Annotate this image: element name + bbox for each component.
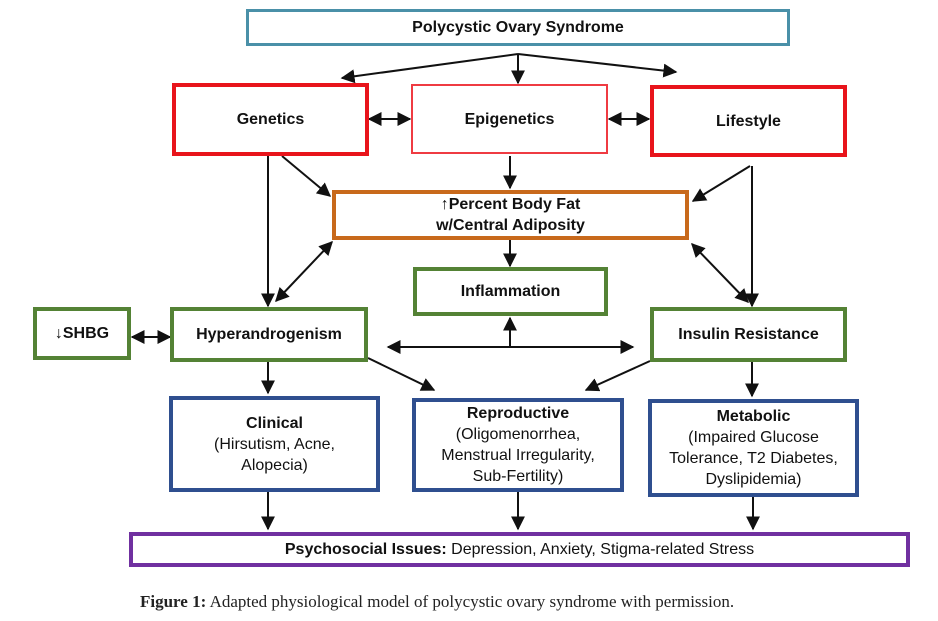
node-genetics: Genetics <box>172 83 369 156</box>
node-pcos: Polycystic Ovary Syndrome <box>246 9 790 46</box>
node-hyperandrogenism-label: Hyperandrogenism <box>196 326 342 343</box>
node-reproductive-line3: Sub-Fertility) <box>472 468 564 485</box>
node-shbg: ↓SHBG <box>33 307 131 360</box>
node-lifestyle-label: Lifestyle <box>716 112 781 130</box>
node-insulin-resistance-label: Insulin Resistance <box>678 326 819 343</box>
node-insulin-resistance: Insulin Resistance <box>650 307 847 362</box>
node-genetics-label: Genetics <box>236 111 305 128</box>
node-metabolic-line1: (Impaired Glucose <box>688 429 819 446</box>
node-pcos-label: Polycystic Ovary Syndrome <box>412 19 624 36</box>
node-psychosocial: Psychosocial Issues: Depression, Anxiety… <box>129 532 910 567</box>
node-psychosocial-label: Psychosocial Issues: <box>284 541 447 558</box>
arrow-hyper-reproductive <box>367 357 436 391</box>
node-metabolic: Metabolic (Impaired Glucose Tolerance, T… <box>648 399 859 497</box>
arrow-pcos-lifestyle <box>517 53 678 78</box>
node-reproductive: Reproductive (Oligomenorrhea, Menstrual … <box>412 398 624 492</box>
figure-label: Figure 1: <box>140 592 207 611</box>
arrow-bodyfat-hyperandrogenism <box>275 240 333 303</box>
arrow-pcos-genetics <box>340 53 519 84</box>
arrow-bodyfat-insulin <box>691 242 749 304</box>
arrow-genetics-bodyfat <box>281 155 332 197</box>
node-body-fat-line1: ↑Percent Body Fat <box>440 196 581 213</box>
node-reproductive-line2: Menstrual Irregularity, <box>441 447 595 464</box>
up-arrow-icon: ↑ <box>440 196 449 213</box>
down-arrow-icon: ↓ <box>54 325 63 342</box>
node-clinical-line2: Alopecia) <box>241 456 308 474</box>
node-metabolic-line2: Tolerance, T2 Diabetes, <box>669 450 838 467</box>
node-body-fat-line2: w/Central Adiposity <box>436 217 585 234</box>
node-body-fat: ↑Percent Body Fat w/Central Adiposity <box>332 190 689 240</box>
node-reproductive-title: Reproductive <box>466 405 570 422</box>
node-shbg-label: ↓SHBG <box>54 325 110 342</box>
node-epigenetics: Epigenetics <box>411 84 608 154</box>
node-clinical-line1: (Hirsutism, Acne, <box>214 435 335 453</box>
node-clinical: Clinical (Hirsutism, Acne, Alopecia) <box>169 396 380 492</box>
node-psychosocial-text: Depression, Anxiety, Stigma-related Stre… <box>446 541 755 558</box>
arrow-insulin-reproductive <box>584 360 651 392</box>
node-metabolic-line3: Dyslipidemia) <box>705 471 802 488</box>
node-metabolic-title: Metabolic <box>716 408 791 425</box>
node-inflammation: Inflammation <box>413 267 608 316</box>
node-clinical-title: Clinical <box>246 414 303 432</box>
node-inflammation-label: Inflammation <box>460 283 561 300</box>
node-lifestyle: Lifestyle <box>650 85 847 157</box>
node-hyperandrogenism: Hyperandrogenism <box>170 307 368 362</box>
figure-caption-text: Adapted physiological model of polycysti… <box>206 592 735 611</box>
arrow-lifestyle-bodyfat <box>691 165 751 202</box>
node-epigenetics-label: Epigenetics <box>464 110 555 128</box>
figure-caption: Figure 1: Adapted physiological model of… <box>140 592 734 612</box>
node-reproductive-line1: (Oligomenorrhea, <box>455 426 581 443</box>
